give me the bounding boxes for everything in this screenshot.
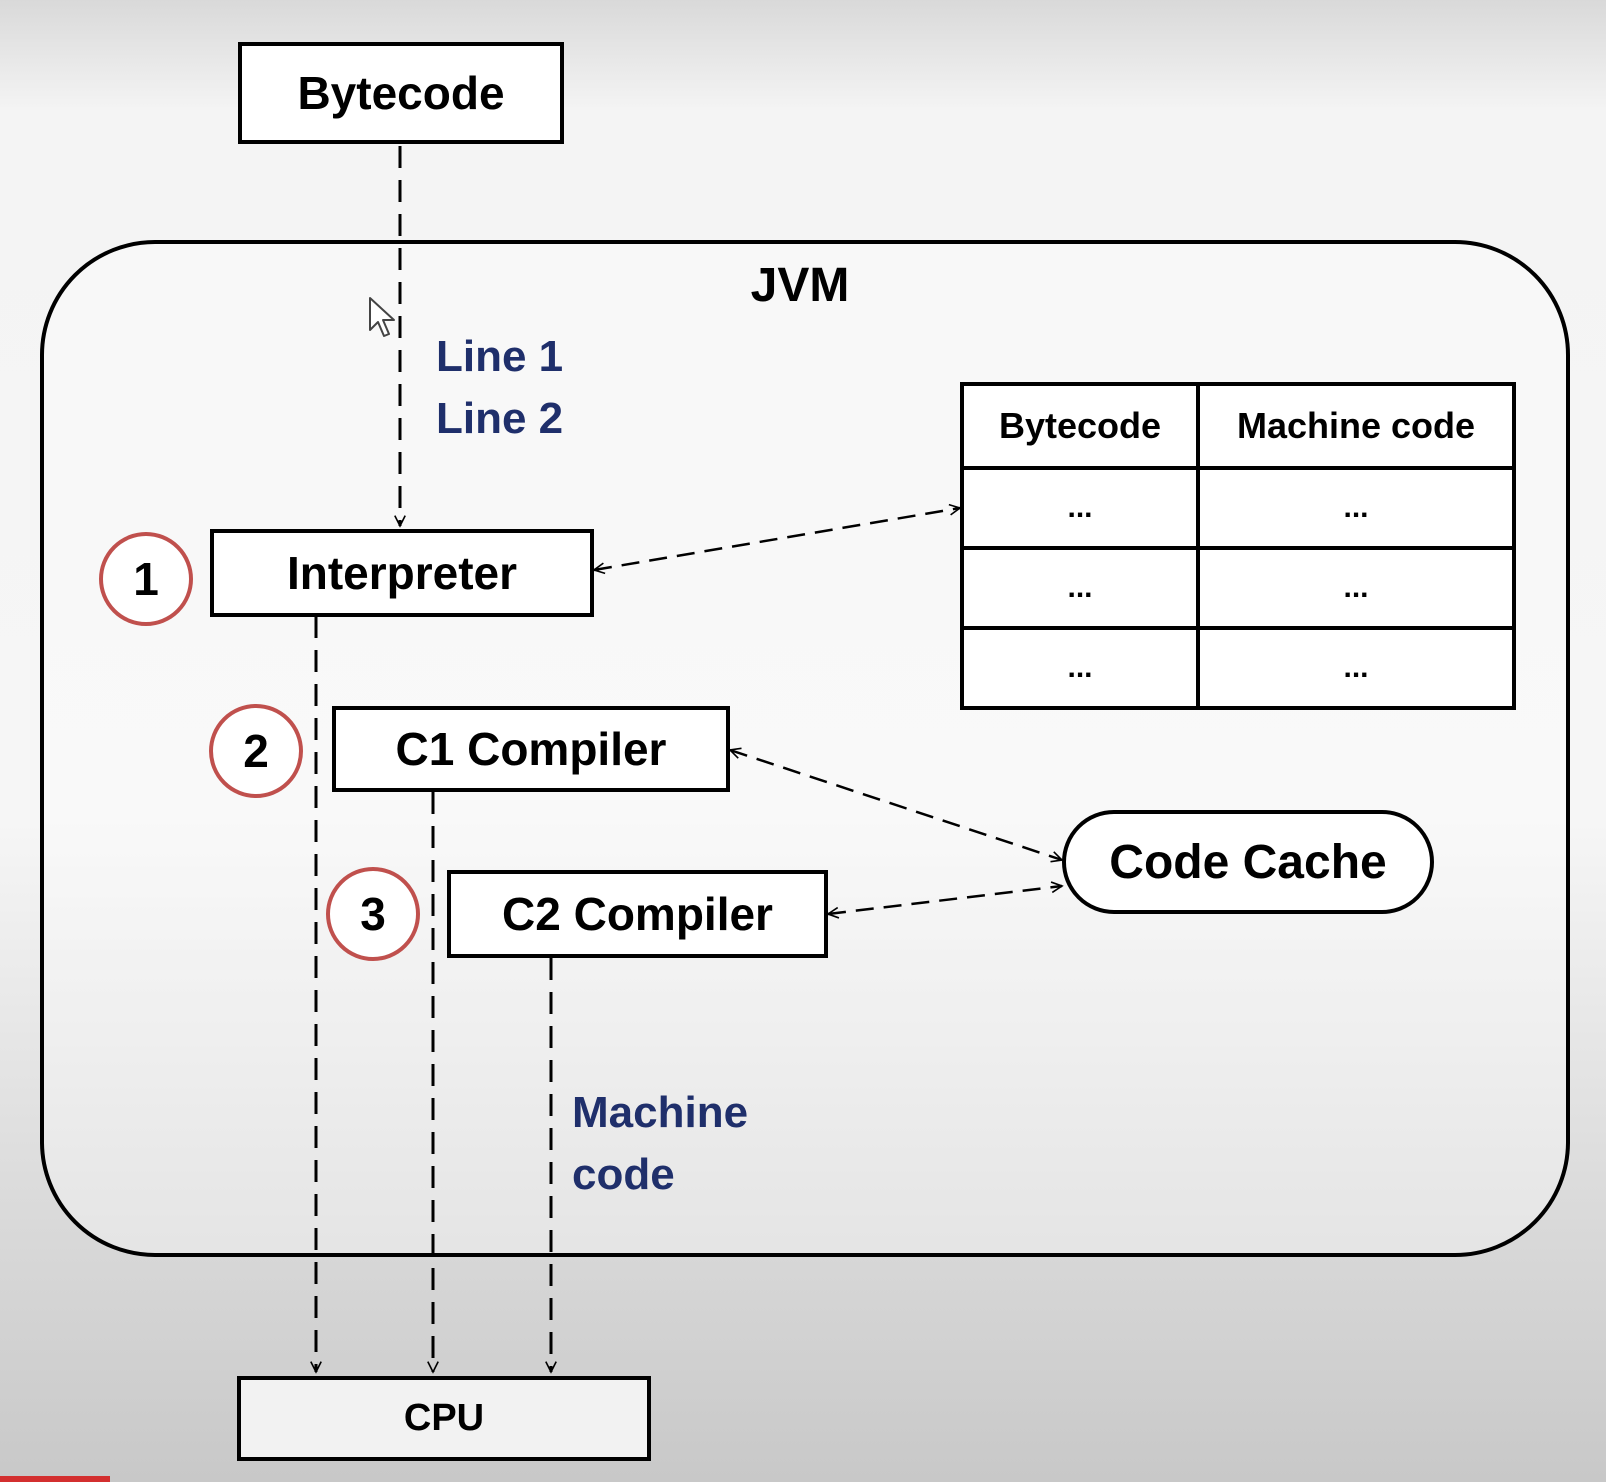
table-cell: ... bbox=[960, 626, 1200, 710]
c1-compiler-box: C1 Compiler bbox=[332, 706, 730, 792]
mouse-cursor-icon bbox=[369, 297, 395, 337]
progress-accent-mark bbox=[0, 1476, 110, 1482]
bytecode-input-box: Bytecode bbox=[238, 42, 564, 144]
cpu-box: CPU bbox=[237, 1376, 651, 1461]
table-cell: ... bbox=[960, 546, 1200, 630]
table-cell: ... bbox=[1196, 626, 1516, 710]
table-cell: ... bbox=[1196, 466, 1516, 550]
table-header-bytecode: Bytecode bbox=[960, 382, 1200, 470]
jvm-label: JVM bbox=[750, 259, 850, 312]
table-row: ... ... bbox=[960, 546, 1516, 630]
table-header-row: Bytecode Machine code bbox=[960, 382, 1516, 470]
table-cell: ... bbox=[1196, 546, 1516, 630]
step-1-circle: 1 bbox=[99, 532, 193, 626]
machine-code-label-line-1: Machine bbox=[572, 1088, 749, 1137]
c2-compiler-box: C2 Compiler bbox=[447, 870, 828, 958]
machine-code-label: Machine code bbox=[572, 1082, 748, 1206]
table-row: ... ... bbox=[960, 626, 1516, 710]
line-1-label: Line 1 bbox=[436, 332, 564, 381]
step-2-circle: 2 bbox=[209, 704, 303, 798]
table-row: ... ... bbox=[960, 466, 1516, 550]
machine-code-label-line-2: code bbox=[572, 1150, 675, 1199]
table-header-machine-code: Machine code bbox=[1196, 382, 1516, 470]
interpreter-box: Interpreter bbox=[210, 529, 594, 617]
input-lines-label: Line 1 Line 2 bbox=[436, 326, 563, 450]
code-cache-node: Code Cache bbox=[1062, 810, 1434, 914]
code-mapping-table: Bytecode Machine code ... ... ... ... ..… bbox=[960, 382, 1516, 710]
step-3-circle: 3 bbox=[326, 867, 420, 961]
line-2-label: Line 2 bbox=[436, 394, 564, 443]
table-cell: ... bbox=[960, 466, 1200, 550]
